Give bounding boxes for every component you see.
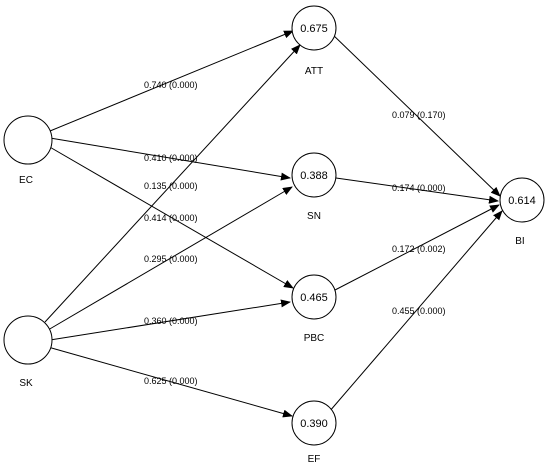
edge-label-sk-pbc: 0.360 (0.000) bbox=[144, 316, 198, 326]
edge-label-ef-bi: 0.455 (0.000) bbox=[392, 306, 446, 316]
node-ef-circle bbox=[291, 400, 337, 446]
edge-label-sk-sn: 0.295 (0.000) bbox=[144, 254, 198, 264]
node-ef-label: EF bbox=[308, 454, 321, 465]
edge-att-bi bbox=[330, 32, 501, 197]
node-sn-label: SN bbox=[307, 211, 321, 222]
edge-label-ec-pbc: 0.414 (0.000) bbox=[144, 213, 198, 223]
node-bi-circle bbox=[499, 177, 545, 223]
node-att-circle bbox=[291, 5, 337, 51]
node-pbc: 0.465 PBC bbox=[291, 274, 337, 344]
node-ec-label: EC bbox=[19, 175, 33, 186]
edge-label-sk-ef: 0.625 (0.000) bbox=[144, 376, 198, 386]
edge-label-ec-att: 0.740 (0.000) bbox=[144, 80, 198, 90]
edge-sk-att bbox=[44, 44, 301, 323]
edge-sk-sn bbox=[47, 186, 293, 331]
node-ec: EC bbox=[3, 115, 53, 186]
edge-labels: 0.740 (0.000) 0.410 (0.000) 0.135 (0.000… bbox=[144, 80, 446, 386]
edge-sn-bi bbox=[335, 177, 499, 204]
node-sn-value: 0.388 bbox=[300, 170, 328, 182]
nodes: EC SK 0.675 ATT 0.388 SN 0.465 PBC 0.390… bbox=[3, 5, 545, 465]
edge-pbc-bi bbox=[334, 204, 500, 291]
node-ef: 0.390 EF bbox=[291, 400, 337, 465]
node-sk-circle bbox=[3, 315, 53, 365]
edge-label-sk-att: 0.135 (0.000) bbox=[144, 181, 198, 191]
edge-ec-sn bbox=[49, 137, 291, 181]
node-bi: 0.614 BI bbox=[499, 177, 545, 247]
edge-ec-pbc bbox=[47, 145, 294, 289]
edge-label-att-bi: 0.079 (0.170) bbox=[392, 110, 446, 120]
edge-sk-ef bbox=[47, 346, 293, 418]
node-att-label: ATT bbox=[305, 66, 323, 77]
node-bi-label: BI bbox=[515, 236, 524, 247]
node-pbc-value: 0.465 bbox=[300, 292, 328, 304]
node-att-value: 0.675 bbox=[300, 23, 328, 35]
node-sk-label: SK bbox=[19, 378, 33, 389]
node-sk: SK bbox=[3, 315, 53, 389]
node-bi-value: 0.614 bbox=[508, 195, 536, 207]
node-sn: 0.388 SN bbox=[291, 152, 337, 222]
edge-ec-att bbox=[49, 30, 294, 132]
edges bbox=[44, 30, 503, 418]
edge-label-pbc-bi: 0.172 (0.002) bbox=[392, 244, 446, 254]
node-pbc-circle bbox=[291, 274, 337, 320]
edge-sk-pbc bbox=[49, 299, 291, 341]
node-att: 0.675 ATT bbox=[291, 5, 337, 77]
node-sn-circle bbox=[291, 152, 337, 198]
node-ef-value: 0.390 bbox=[300, 418, 328, 430]
node-ec-circle bbox=[3, 115, 53, 165]
edge-label-sn-bi: 0.174 (0.000) bbox=[392, 183, 446, 193]
edge-label-ec-sn: 0.410 (0.000) bbox=[144, 153, 198, 163]
edge-ef-bi bbox=[328, 210, 503, 413]
node-pbc-label: PBC bbox=[304, 333, 325, 344]
